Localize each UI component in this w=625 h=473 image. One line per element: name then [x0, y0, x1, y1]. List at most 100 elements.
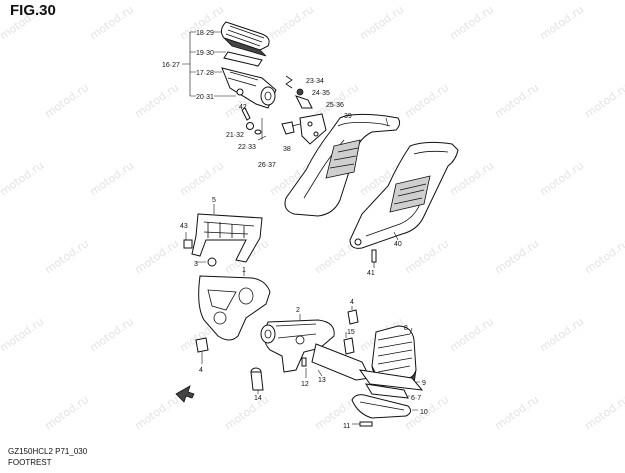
- washer-21-32: [246, 122, 254, 130]
- watermark-layer: motod.ru motod.ru motod.ru motod.ru motod.ru…: [0, 3, 625, 433]
- footpeg-bracket: [221, 67, 277, 109]
- callout-label-21-32: 21·32: [226, 132, 244, 139]
- screw-41: [371, 249, 377, 263]
- watermark-text: motod.ru: [447, 315, 496, 355]
- callout-leaders-upper: [214, 31, 236, 97]
- watermark-text: motod.ru: [582, 81, 625, 121]
- callout-label-4a: 4: [199, 367, 203, 374]
- watermark-text: motod.ru: [492, 393, 541, 433]
- watermark-text: motod.ru: [537, 315, 586, 355]
- upper-footrest-group: [182, 21, 327, 145]
- pin-12: [301, 357, 307, 367]
- callout-label-23-34: 23·34: [306, 78, 324, 85]
- callout-labels: 18·2919·3016·2717·2820·314221·3222·3326·…: [162, 30, 428, 430]
- heel-plate-10: [351, 394, 412, 419]
- watermark-text: motod.ru: [87, 3, 136, 43]
- pin-26-37: [257, 118, 267, 141]
- callout-label-39: 39: [344, 113, 352, 120]
- callout-label-4b: 4: [350, 299, 354, 306]
- watermark-text: motod.ru: [222, 393, 271, 433]
- watermark-text: motod.ru: [492, 237, 541, 277]
- callout-label-12: 12: [301, 381, 309, 388]
- footrest-plate-1: [198, 275, 271, 341]
- callout-label-20-31: 20·31: [196, 94, 214, 101]
- callout-label-41: 41: [367, 270, 375, 277]
- callout-label-13: 13: [318, 377, 326, 384]
- watermark-text: motod.ru: [537, 159, 586, 199]
- callout-label-38: 38: [283, 146, 291, 153]
- plate-9: [358, 369, 424, 391]
- model-code: GZ150HCL2 P71_030: [8, 447, 88, 456]
- spring-23-34: [285, 75, 293, 89]
- bolt-42: [241, 107, 251, 121]
- callout-label-5: 5: [212, 197, 216, 204]
- callout-label-22-33: 22·33: [238, 144, 256, 151]
- callout-label-16-27: 16·27: [162, 62, 180, 69]
- front-arrow-icon: [175, 385, 195, 403]
- watermark-text: motod.ru: [42, 81, 91, 121]
- callout-leaders-guards: [373, 117, 399, 268]
- callout-label-2: 2: [296, 307, 300, 314]
- washer-3: [207, 257, 217, 267]
- callout-label-17-28: 17·28: [196, 70, 214, 77]
- bolt-4-upper: [347, 309, 359, 325]
- watermark-text: motod.ru: [132, 393, 181, 433]
- bolt-43: [183, 239, 193, 249]
- nut-24-35: [296, 88, 304, 96]
- pin-14: [250, 367, 264, 391]
- watermark-text: motod.ru: [582, 237, 625, 277]
- screw-11: [359, 421, 373, 427]
- callout-label-25-36: 25·36: [326, 102, 344, 109]
- callout-label-26-37: 26·37: [258, 162, 276, 169]
- callout-label-40: 40: [394, 241, 402, 248]
- callout-label-10: 10: [420, 409, 428, 416]
- watermark-text: motod.ru: [42, 237, 91, 277]
- watermark-text: motod.ru: [132, 81, 181, 121]
- callout-label-19-30: 19·30: [196, 50, 214, 57]
- watermark-text: motod.ru: [492, 81, 541, 121]
- watermark-text: motod.ru: [357, 3, 406, 43]
- watermark-text: motod.ru: [0, 315, 46, 355]
- callout-label-1: 1: [242, 267, 246, 274]
- washer-20-31: [236, 88, 244, 96]
- watermark-text: motod.ru: [87, 315, 136, 355]
- arm-13: [311, 343, 371, 381]
- bolt-15: [343, 337, 355, 355]
- bolt-38: [281, 121, 295, 135]
- callout-label-15: 15: [347, 329, 355, 336]
- heel-guard-39: [284, 113, 401, 217]
- callout-label-11: 11: [343, 423, 350, 430]
- bolt-4-lower: [195, 337, 209, 353]
- watermark-text: motod.ru: [267, 3, 316, 43]
- callout-bracket: [182, 31, 196, 97]
- bracket-38: [299, 113, 327, 145]
- watermark-text: motod.ru: [537, 3, 586, 43]
- watermark-text: motod.ru: [447, 159, 496, 199]
- callout-label-43: 43: [180, 223, 188, 230]
- footpeg-rubber: [220, 21, 270, 57]
- footrest-bracket-5: [191, 213, 263, 263]
- footrest-bracket-2: [260, 319, 335, 373]
- callout-label-42: 42: [239, 104, 247, 111]
- washer-22-33: [254, 129, 262, 135]
- callout-label-24-35: 24·35: [312, 90, 330, 97]
- callout-label-6-7: 6·7: [411, 395, 421, 402]
- bracket-6-7: [365, 383, 409, 399]
- watermark-text: motod.ru: [402, 237, 451, 277]
- callout-label-14: 14: [254, 395, 262, 402]
- watermark-text: motod.ru: [447, 3, 496, 43]
- callout-label-3: 3: [194, 261, 198, 268]
- footpeg-plate: [223, 51, 263, 67]
- watermark-text: motod.ru: [402, 81, 451, 121]
- watermark-text: motod.ru: [42, 393, 91, 433]
- callout-leaders-lower: [185, 204, 420, 411]
- figure-name: FOOTREST: [8, 458, 52, 467]
- callout-label-18-29: 18·29: [196, 30, 214, 37]
- figure-title: FIG.30: [10, 2, 56, 19]
- watermark-text: motod.ru: [87, 159, 136, 199]
- clip-25-36: [295, 95, 313, 109]
- watermark-text: motod.ru: [132, 237, 181, 277]
- callout-label-8: 8: [404, 325, 408, 332]
